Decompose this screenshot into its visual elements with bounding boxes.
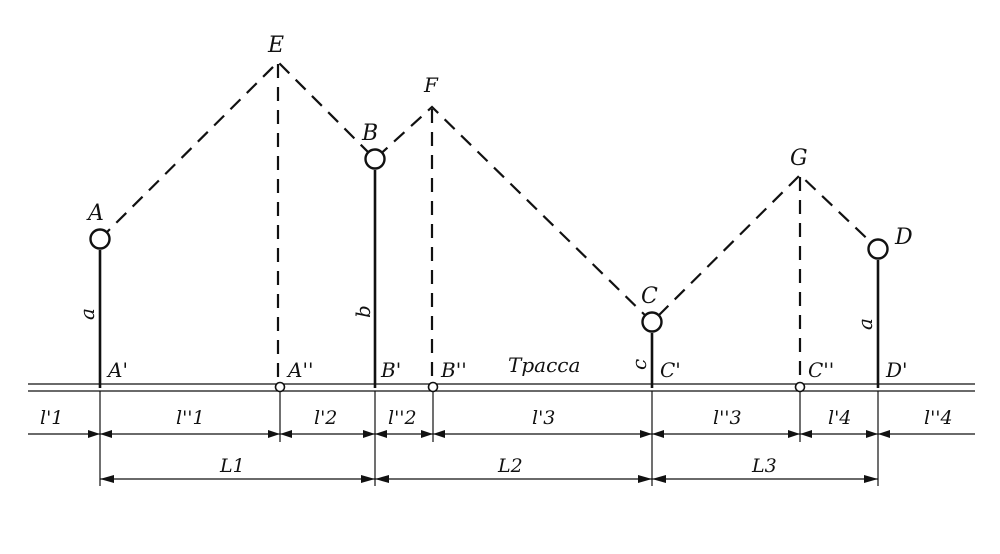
label-b2: B'' bbox=[440, 358, 467, 382]
label-a: A bbox=[86, 201, 104, 226]
proj-a2-circle bbox=[274, 381, 286, 393]
label-a2: A'' bbox=[286, 358, 313, 382]
seg-l3p: l'3 bbox=[532, 407, 555, 429]
label-e: E bbox=[267, 33, 284, 58]
label-d1: D' bbox=[885, 358, 908, 382]
label-c: C bbox=[641, 284, 658, 309]
span-l3: L3 bbox=[751, 455, 777, 477]
seg-l2p: l'2 bbox=[314, 407, 337, 429]
seg-l2pp: l''2 bbox=[388, 407, 417, 429]
label-b1: B' bbox=[380, 358, 401, 382]
seg-l4pp: l''4 bbox=[924, 407, 953, 429]
seg-l1p: l'1 bbox=[40, 407, 63, 429]
span-l2: L2 bbox=[497, 455, 523, 477]
label-g: G bbox=[790, 146, 808, 171]
seg-l4p: l'4 bbox=[828, 407, 851, 429]
height-label-a1: a bbox=[75, 308, 99, 320]
label-c1: C' bbox=[660, 358, 681, 382]
height-label-b: b bbox=[351, 305, 375, 318]
height-label-c: c bbox=[627, 359, 651, 370]
height-label-a2: a bbox=[853, 318, 877, 330]
row1-arrows bbox=[88, 430, 890, 438]
point-a-circle bbox=[89, 228, 111, 250]
point-d-circle bbox=[867, 238, 889, 260]
label-f: F bbox=[423, 73, 439, 97]
point-c-circle bbox=[641, 311, 663, 333]
label-a1: A' bbox=[106, 358, 128, 382]
proj-c2-circle bbox=[794, 381, 806, 393]
label-b: B bbox=[361, 121, 378, 146]
label-d: D bbox=[894, 225, 913, 250]
label-c2: C'' bbox=[808, 358, 834, 382]
span-l1: L1 bbox=[219, 455, 245, 477]
dashed-path bbox=[99, 60, 879, 324]
proj-b2-circle bbox=[427, 381, 439, 393]
route-label: Трасса bbox=[508, 353, 580, 377]
seg-l3pp: l''3 bbox=[713, 407, 742, 429]
point-b-circle bbox=[364, 148, 386, 170]
seg-l1pp: l''1 bbox=[176, 407, 205, 429]
row2-arrows bbox=[100, 475, 878, 483]
